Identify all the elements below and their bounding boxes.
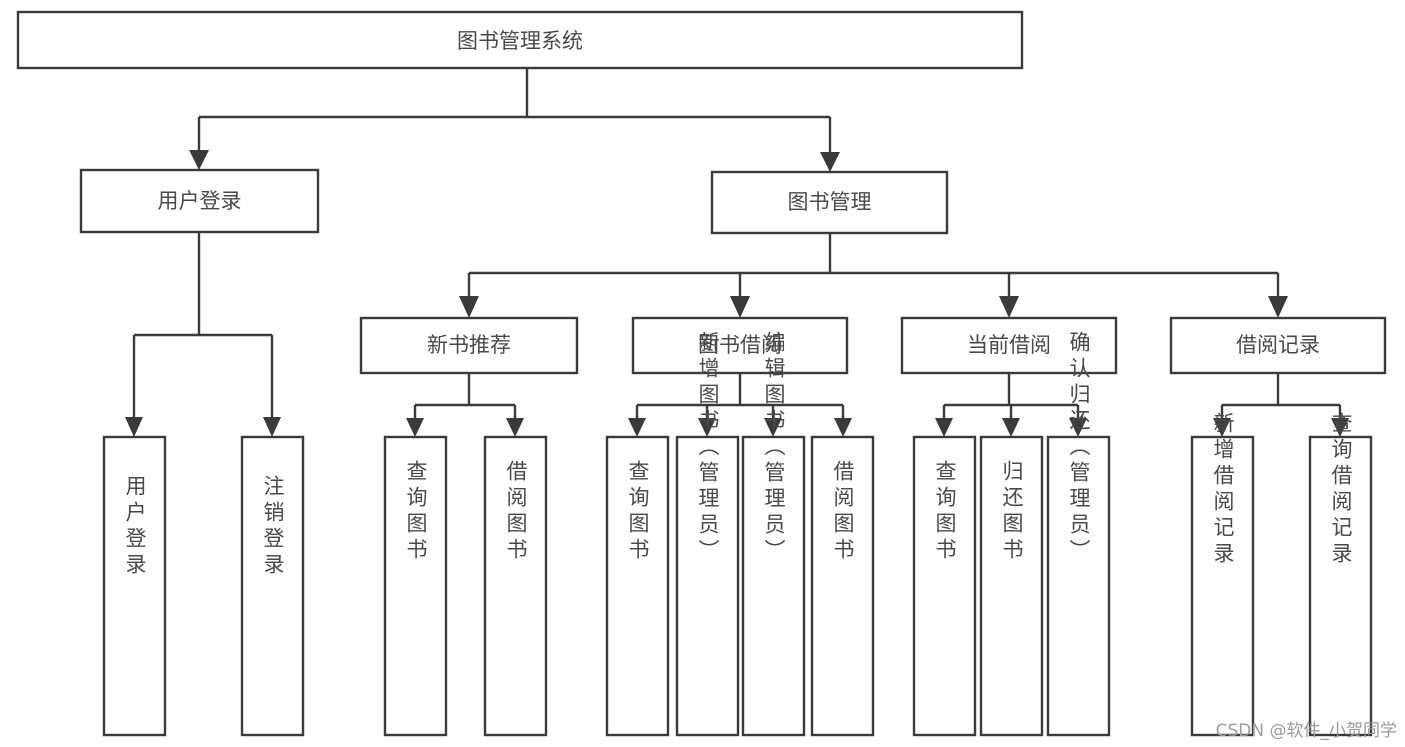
leaf-add-borrow-record-label: 新增借阅记录 <box>1211 412 1235 568</box>
node-root-system[interactable]: 图书管理系统 <box>16 10 1024 70</box>
leaf-recommend-borrow-book-label: 借阅图书 <box>504 460 528 564</box>
node-book-borrow[interactable]: 图书借阅 <box>631 316 849 375</box>
node-user-login-label: 用户登录 <box>158 189 242 213</box>
node-current-borrow-label: 当前借阅 <box>967 333 1051 357</box>
node-current-borrow[interactable]: 当前借阅 <box>900 316 1118 375</box>
arrow-book-mgmt-to-l2-0 <box>459 296 479 318</box>
arrow-user-login-to-leaf-1 <box>263 417 281 437</box>
leaf-query-borrow-record-box[interactable] <box>1308 435 1373 737</box>
leaf-edit-book-admin-label: 编辑图书（管理员） <box>762 331 786 565</box>
arrow-l2-3-to-leaf-1 <box>1331 418 1349 437</box>
leaf-current-query-book-box[interactable] <box>912 435 977 737</box>
leaf-add-book-admin-box[interactable] <box>675 435 740 737</box>
leaf-node[interactable]: 查询图书 <box>383 435 448 737</box>
arrow-l2-2-to-leaf-0 <box>935 418 953 437</box>
leaf-return-book-box[interactable] <box>979 435 1044 737</box>
leaf-borrow-query-book-label: 查询图书 <box>626 460 650 564</box>
node-new-book-recommend-label: 新书推荐 <box>427 333 511 357</box>
leaf-user-login-label: 用户登录 <box>123 475 147 579</box>
leaf-borrow-book-box[interactable] <box>810 435 875 737</box>
arrow-book-mgmt-to-l2-2 <box>999 296 1019 318</box>
leaf-recommend-query-book-box[interactable] <box>383 435 448 737</box>
leaf-query-borrow-record-label: 查询借阅记录 <box>1329 412 1353 568</box>
node-borrow-record-box[interactable] <box>1169 316 1387 375</box>
leaf-borrow-query-book-box[interactable] <box>605 435 670 737</box>
leaf-logout-label: 注销登录 <box>261 475 285 579</box>
arrow-l2-1-to-leaf-0 <box>628 418 646 437</box>
leaf-node[interactable]: 借阅图书 <box>483 435 548 737</box>
arrow-book-mgmt-to-l2-3 <box>1268 296 1288 318</box>
leaf-node[interactable]: 查询借阅记录 <box>1308 412 1373 737</box>
node-borrow-record[interactable]: 借阅记录 <box>1169 316 1387 375</box>
leaf-node[interactable]: 编辑图书（管理员） <box>741 331 806 737</box>
arrow-root-to-book-mgmt <box>820 152 840 172</box>
leaf-node[interactable]: 查询图书 <box>605 435 670 737</box>
node-book-borrow-label: 图书借阅 <box>698 333 782 357</box>
leaf-edit-book-admin-box[interactable] <box>741 435 806 737</box>
leaf-recommend-query-book-label: 查询图书 <box>404 460 428 564</box>
leaf-node[interactable]: 查询图书 <box>912 435 977 737</box>
leaf-node[interactable]: 用户登录 <box>102 435 167 737</box>
arrow-l2-2-to-leaf-2 <box>1069 418 1087 437</box>
node-new-book-recommend[interactable]: 新书推荐 <box>359 316 579 375</box>
leaf-user-login-box[interactable] <box>102 435 167 737</box>
leaf-current-query-book-label: 查询图书 <box>933 460 957 564</box>
leaf-node[interactable]: 注销登录 <box>240 435 305 737</box>
arrow-l2-1-to-leaf-2 <box>764 418 782 437</box>
arrow-book-mgmt-to-l2-1 <box>730 296 750 318</box>
leaf-node[interactable]: 借阅图书 <box>810 435 875 737</box>
node-root-label: 图书管理系统 <box>457 29 583 53</box>
leaf-return-book-label: 归还图书 <box>1000 460 1024 564</box>
arrow-l2-2-to-leaf-1 <box>1002 418 1020 437</box>
arrow-l2-0-to-leaf-1 <box>506 418 524 437</box>
node-user-login[interactable]: 用户登录 <box>79 168 320 234</box>
arrow-root-to-user-login <box>189 150 209 170</box>
leaf-node[interactable]: 归还图书 <box>979 435 1044 737</box>
leaf-confirm-return-admin-label: 确认归还（管理员） <box>1067 331 1091 565</box>
leaf-add-borrow-record-box[interactable] <box>1190 435 1255 737</box>
arrow-user-login-to-leaf-0 <box>125 417 143 437</box>
node-book-management-label: 图书管理 <box>788 190 872 214</box>
node-current-borrow-box[interactable] <box>900 316 1118 375</box>
leaf-node[interactable]: 新增图书（管理员） <box>675 331 740 737</box>
leaf-recommend-borrow-book-box[interactable] <box>483 435 548 737</box>
arrow-l2-3-to-leaf-0 <box>1213 418 1231 437</box>
node-user-login-box[interactable] <box>79 168 320 234</box>
leaf-borrow-book-label: 借阅图书 <box>831 460 855 564</box>
node-book-management[interactable]: 图书管理 <box>710 170 949 235</box>
leaf-add-book-admin-label: 新增图书（管理员） <box>696 331 720 565</box>
leaf-node[interactable]: 确认归还（管理员） <box>1046 331 1111 737</box>
node-root-box[interactable] <box>16 10 1024 70</box>
leaf-logout-box[interactable] <box>240 435 305 737</box>
node-book-management-box[interactable] <box>710 170 949 235</box>
arrow-l2-1-to-leaf-1 <box>698 418 716 437</box>
node-book-borrow-box[interactable] <box>631 316 849 375</box>
node-borrow-record-label: 借阅记录 <box>1236 333 1320 357</box>
arrow-l2-0-to-leaf-0 <box>406 418 424 437</box>
leaf-confirm-return-admin-box[interactable] <box>1046 435 1111 737</box>
leaf-node[interactable]: 新增借阅记录 <box>1190 412 1255 737</box>
arrow-l2-1-to-leaf-3 <box>834 418 852 437</box>
connectors-layer <box>125 68 1349 437</box>
node-new-book-recommend-box[interactable] <box>359 316 579 375</box>
